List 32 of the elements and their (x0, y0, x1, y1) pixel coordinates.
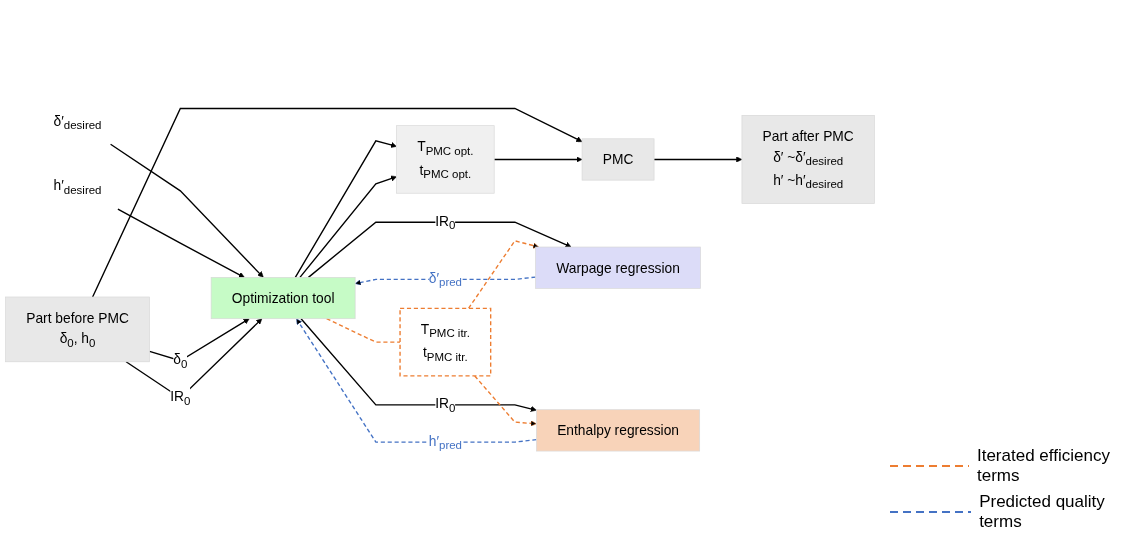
node-box: T$_{PMC itr.}$ t$_{PMC itr.}$ (399, 307, 492, 377)
node-box: Enthalpy regression (536, 409, 701, 452)
arrow (653, 156, 743, 163)
edge-label: IR$_{0}$ (170, 389, 191, 408)
node-box: Part before PMC δ$_{0}$, h$_{0}$ (5, 296, 150, 363)
node-text: δ′$_{desired}$ (53, 113, 102, 132)
node-box: Warpage regression (535, 246, 701, 289)
node-box: Part after PMC δ′ ~δ′$_{desired}$ h′ ~h′$_{desired}$ (741, 115, 875, 204)
edge-label: h′$_{pred}$ (428, 433, 462, 452)
arrow (300, 318, 537, 412)
arrow (109, 143, 264, 278)
node-box: Optimization tool (210, 277, 356, 320)
arrow (493, 156, 583, 163)
arrow (91, 107, 583, 298)
node-box: PMC (581, 138, 655, 181)
arrow (467, 240, 539, 310)
legend-label: Iterated efficiency terms (976, 446, 1111, 486)
arrow (307, 221, 572, 279)
edge-label: IR$_{0}$ (435, 213, 456, 232)
arrow (148, 318, 250, 362)
connector (325, 318, 401, 343)
arrow (474, 375, 537, 427)
node-box: T$_{PMC opt.}$ t$_{PMC opt.}$ (396, 125, 495, 194)
edge-label: δ′$_{pred}$ (428, 270, 462, 290)
arrow (296, 318, 538, 443)
legend-label: Predicted quality terms (979, 492, 1106, 532)
edge-label: IR$_{0}$ (435, 395, 456, 415)
arrow (117, 208, 245, 278)
arrow (294, 140, 397, 279)
arrow (299, 175, 397, 279)
node-text: h′$_{desired}$ (53, 178, 102, 197)
edge-label: δ$_{0}$ (173, 351, 188, 371)
